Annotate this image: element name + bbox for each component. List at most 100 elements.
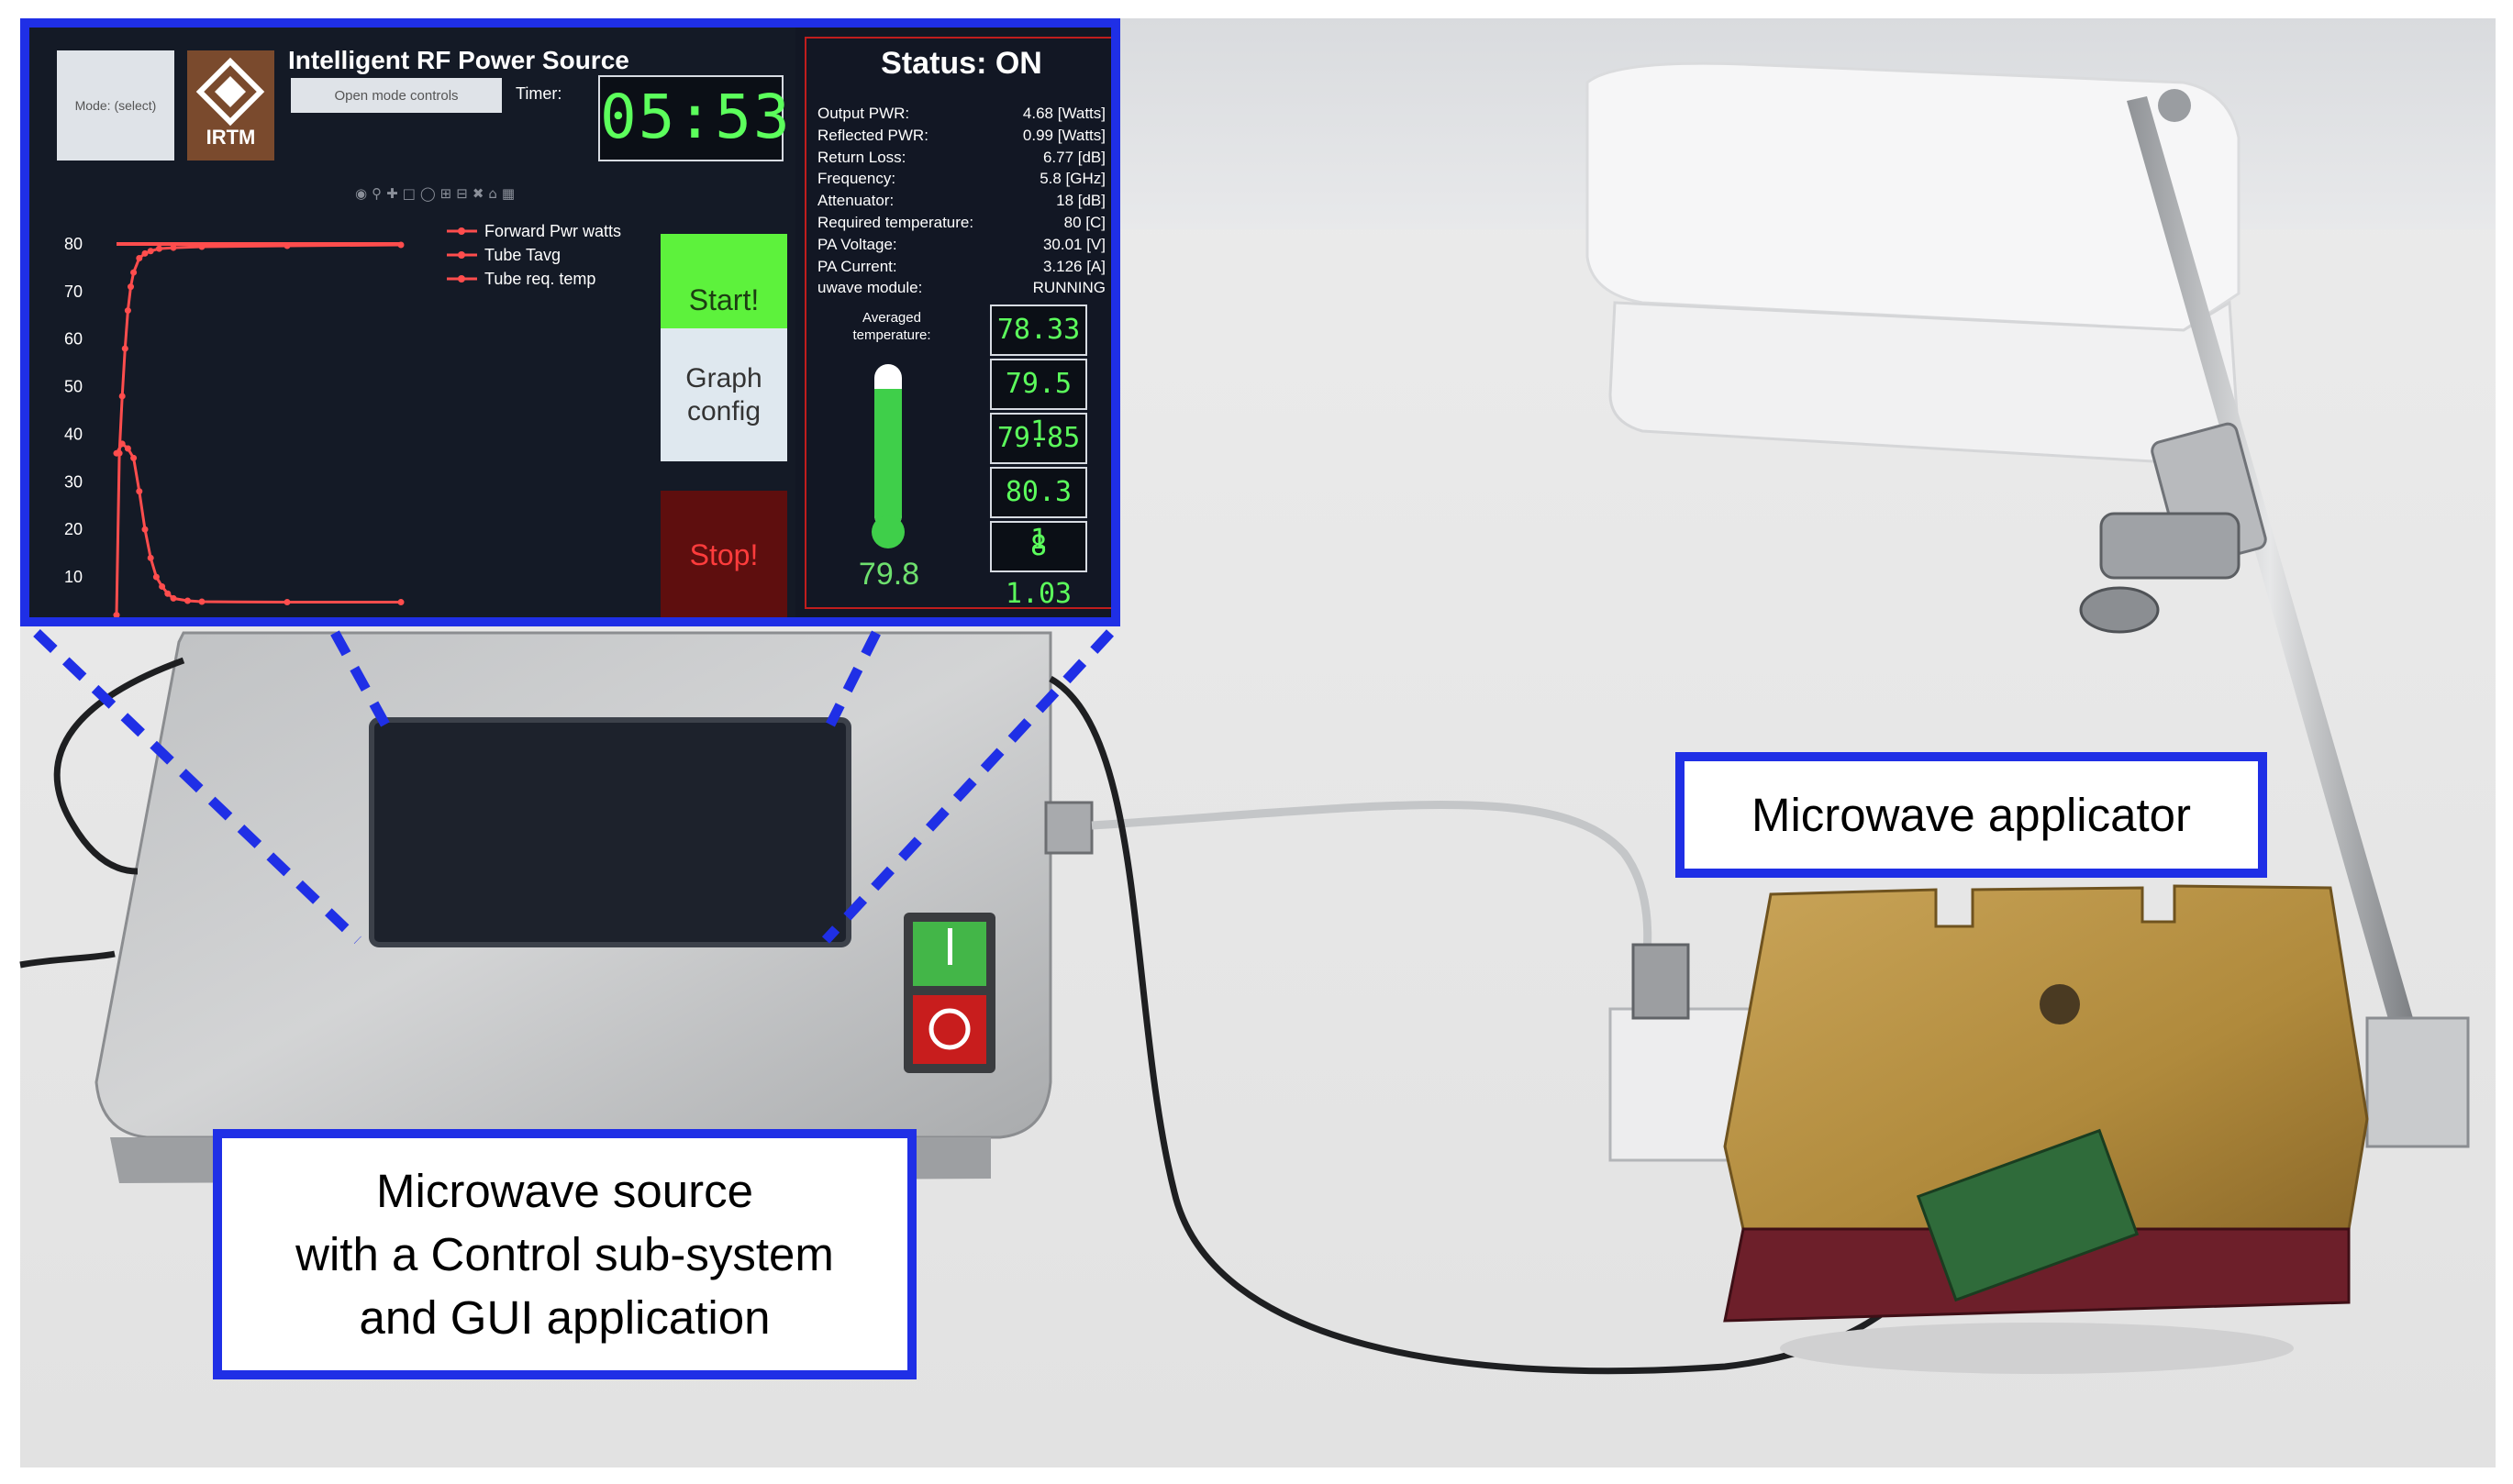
lasso-icon[interactable]: ◯ bbox=[419, 185, 440, 202]
temperature-reading: 80.3 1 bbox=[990, 467, 1087, 556]
applicator-callout-text: Microwave applicator bbox=[1751, 789, 2192, 841]
zoom-connector-lines bbox=[33, 629, 1115, 944]
camera-icon[interactable]: ◉ bbox=[355, 185, 373, 202]
status-row-label: Output PWR: bbox=[817, 105, 910, 122]
legend-label: Tube req. temp bbox=[484, 270, 595, 288]
source-callout-line-2: with a Control sub-system bbox=[295, 1228, 834, 1280]
timer-label: Timer: bbox=[516, 84, 562, 103]
source-callout: Microwave source with a Control sub-syst… bbox=[213, 1129, 917, 1379]
data-point bbox=[136, 255, 143, 261]
status-row: Return Loss: 6.77 [dB] bbox=[817, 147, 1106, 169]
applicator-callout: Microwave applicator bbox=[1675, 752, 2267, 878]
irtm-logo: IRTM bbox=[187, 50, 274, 161]
temperature-reading: 79.85 bbox=[990, 413, 1087, 464]
status-row-label: PA Current: bbox=[817, 257, 897, 275]
thermometer-value: 79.8 bbox=[858, 557, 920, 592]
y-tick-label: 20 bbox=[64, 520, 83, 538]
y-tick-label: 30 bbox=[64, 472, 83, 491]
thermometer-bulb bbox=[872, 515, 905, 548]
data-point bbox=[156, 245, 162, 252]
data-point bbox=[128, 283, 134, 291]
status-row: Reflected PWR: 0.99 [Watts] bbox=[817, 125, 1106, 147]
data-point bbox=[147, 248, 154, 255]
data-point bbox=[136, 488, 143, 495]
legend-label: Tube Tavg bbox=[484, 246, 561, 264]
pan-icon[interactable]: ✚ bbox=[386, 185, 403, 202]
data-point bbox=[152, 573, 160, 581]
data-point bbox=[121, 345, 128, 352]
status-row-value: 3.126 [A] bbox=[1042, 257, 1106, 275]
status-row-value: 5.8 [GHz] bbox=[1040, 170, 1106, 188]
home-icon[interactable]: ⌂ bbox=[488, 185, 502, 202]
data-point bbox=[141, 249, 149, 257]
applicator-hardware bbox=[1608, 884, 2369, 1374]
status-row-value: 6.77 [dB] bbox=[1042, 148, 1106, 166]
gui-touchscreen bbox=[369, 717, 851, 947]
status-row-label: Return Loss: bbox=[817, 148, 906, 166]
status-row-value: 80 [C] bbox=[1063, 213, 1106, 231]
gui-control-panel: Mode: (select) IRTM Intelligent RF Power… bbox=[29, 28, 795, 617]
source-enclosure bbox=[95, 631, 1094, 1183]
averaged-label-line-1: Averaged bbox=[862, 310, 921, 326]
timer-display: 05:53 bbox=[598, 75, 790, 161]
averaged-label-line-2: temperature: bbox=[852, 327, 931, 343]
data-point bbox=[164, 590, 172, 597]
status-row-label: Reflected PWR: bbox=[817, 126, 928, 144]
stop-button[interactable]: Stop! bbox=[661, 491, 787, 617]
y-tick-label: 60 bbox=[64, 330, 83, 349]
zoom-out-icon[interactable]: ⊟ bbox=[456, 185, 473, 202]
temperature-reading: 8 1.03 bbox=[990, 521, 1087, 610]
status-row-label: uwave module: bbox=[817, 279, 923, 297]
legend-marker bbox=[458, 275, 465, 282]
data-point bbox=[113, 612, 120, 617]
status-row-value: 0.99 [Watts] bbox=[1022, 126, 1106, 144]
mode-select-button[interactable]: Mode: (select) bbox=[57, 50, 174, 161]
y-tick-label: 40 bbox=[64, 425, 83, 443]
zoom-in-icon[interactable]: ⊞ bbox=[439, 185, 457, 202]
box-select-icon[interactable]: □ bbox=[402, 185, 420, 202]
legend-label: Forward Pwr watts bbox=[484, 222, 621, 240]
status-row-value: 4.68 [Watts] bbox=[1022, 105, 1106, 122]
gui-zoom-inset: Mode: (select) IRTM Intelligent RF Power… bbox=[20, 18, 1120, 626]
data-point bbox=[118, 393, 126, 400]
data-point bbox=[118, 440, 126, 448]
series-line bbox=[115, 243, 402, 615]
irtm-logo-icon bbox=[195, 57, 265, 127]
zoom-icon[interactable]: ⚲ bbox=[372, 185, 387, 202]
status-row: Required temperature: 80 [C] bbox=[817, 212, 1106, 234]
data-point bbox=[141, 526, 149, 533]
plotly-logo-icon: ▦ bbox=[501, 185, 520, 202]
status-title: Status: ON bbox=[881, 46, 1042, 81]
status-row-label: PA Voltage: bbox=[817, 235, 897, 253]
autoscale-icon[interactable]: ✖ bbox=[472, 185, 489, 202]
status-row: Output PWR: 4.68 [Watts] bbox=[817, 103, 1106, 125]
data-point bbox=[130, 454, 138, 461]
graph-config-line-1: Graph bbox=[685, 362, 762, 393]
data-point bbox=[284, 599, 291, 606]
source-callout-line-3: and GUI application bbox=[359, 1291, 771, 1344]
legend-marker bbox=[458, 227, 465, 235]
status-row: Attenuator:18 [dB] bbox=[817, 190, 1106, 212]
data-point bbox=[170, 594, 177, 602]
y-tick-label: 10 bbox=[64, 568, 83, 586]
status-readouts: Output PWR: 4.68 [Watts] Reflected PWR: 0.9… bbox=[817, 103, 1106, 299]
status-row: PA Voltage:30.01 [V] bbox=[817, 234, 1106, 256]
legend-marker bbox=[458, 251, 465, 259]
open-mode-controls-button[interactable]: Open mode controls bbox=[291, 78, 502, 113]
status-row-label: Frequency: bbox=[817, 170, 896, 188]
data-point bbox=[184, 597, 191, 604]
data-point bbox=[124, 445, 131, 452]
y-tick-label: 70 bbox=[64, 282, 83, 301]
power-off-switch bbox=[913, 995, 986, 1064]
status-row-value: RUNNING bbox=[1032, 279, 1106, 297]
temperature-reading: 79.5 1 bbox=[990, 359, 1087, 448]
status-row-label: Required temperature: bbox=[817, 213, 974, 231]
data-point bbox=[397, 599, 405, 606]
data-point bbox=[147, 554, 154, 561]
clamp-stand bbox=[2079, 89, 2470, 1148]
data-point bbox=[124, 307, 131, 315]
y-tick-label: 80 bbox=[64, 235, 83, 253]
